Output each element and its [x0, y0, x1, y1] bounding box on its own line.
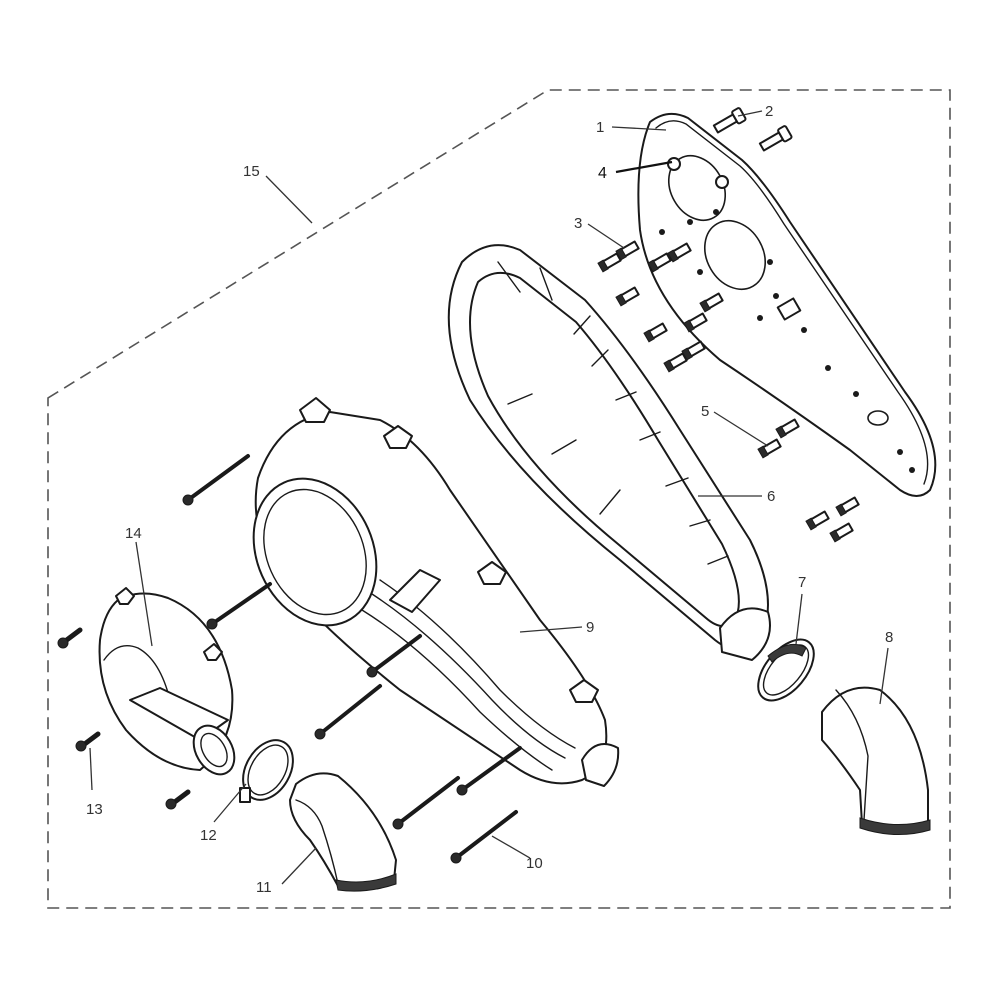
callout-11: 11 — [256, 879, 272, 896]
leader-5 — [713, 411, 769, 447]
part-9-outer-cover[interactable] — [231, 397, 620, 787]
part-5-bolts[interactable] — [757, 418, 860, 543]
leader-1 — [611, 126, 667, 131]
callout-3: 3 — [574, 215, 582, 232]
callout-6: 6 — [767, 488, 775, 505]
leader-11 — [281, 847, 317, 885]
leader-10 — [491, 835, 531, 859]
part-3-bolts[interactable] — [597, 240, 724, 373]
leader-4 — [615, 160, 673, 174]
assembly-boundary — [47, 89, 951, 909]
callout-5: 5 — [701, 403, 709, 420]
part-8-outlet-elbow[interactable] — [821, 686, 931, 836]
leader-2 — [737, 110, 763, 117]
callout-10: 10 — [526, 855, 543, 872]
leader-9 — [519, 626, 583, 633]
callout-1: 1 — [596, 119, 604, 136]
callout-8: 8 — [885, 629, 893, 646]
leader-15 — [265, 175, 313, 224]
leader-3 — [587, 223, 625, 249]
callout-12: 12 — [200, 827, 217, 844]
callout-15: 15 — [243, 163, 260, 180]
leader-14 — [135, 541, 153, 647]
part-14-intake-guide[interactable] — [98, 587, 243, 782]
part-13-bolts[interactable] — [57, 627, 191, 810]
callout-2: 2 — [765, 103, 773, 120]
leader-13 — [89, 747, 93, 791]
part-7-clamp[interactable] — [748, 630, 825, 711]
callout-14: 14 — [125, 525, 142, 542]
callout-13: 13 — [86, 801, 103, 818]
leader-12 — [213, 783, 247, 823]
callout-9: 9 — [586, 619, 594, 636]
part-6-gasket[interactable] — [447, 244, 771, 661]
part-1-inner-plate[interactable] — [637, 112, 937, 497]
part-11-intake-elbow[interactable] — [289, 772, 397, 892]
part-12-clamp[interactable] — [233, 731, 303, 808]
leader-7 — [795, 593, 803, 645]
leader-8 — [879, 647, 889, 705]
part-10-long-bolts[interactable] — [182, 454, 522, 864]
callout-7: 7 — [798, 574, 806, 591]
callout-4: 4 — [598, 165, 607, 182]
